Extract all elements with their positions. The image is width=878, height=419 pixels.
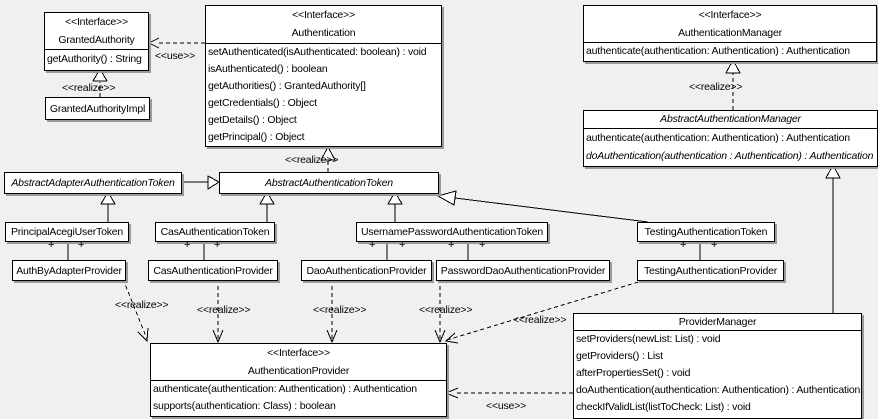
class-name: AuthenticationManager	[678, 27, 782, 39]
class-name: Authentication	[291, 27, 356, 39]
class-name: PasswordDaoAuthenticationProvider	[440, 264, 606, 277]
method-label: afterPropertiesSet() : void	[576, 367, 691, 379]
class-name: GrantedAuthorityImpl	[49, 102, 146, 115]
method-label: getCredentials() : Object	[208, 97, 317, 109]
class-auth-by-adapter-provider: AuthByAdapterProvider	[12, 260, 126, 281]
association-plus: +	[448, 239, 455, 251]
method-label: checkIfValidList(listToCheck: List) : vo…	[576, 401, 751, 413]
class-cas-authentication-token: CasAuthenticationToken	[155, 222, 275, 242]
use-authentication-to-grantedauthority	[147, 37, 205, 49]
class-password-dao-authentication-provider: PasswordDaoAuthenticationProvider	[436, 260, 610, 281]
class-principal-acegi-user-token: PrincipalAcegiUserToken	[5, 222, 129, 242]
use-label: <<use>>	[155, 50, 196, 62]
realize-casauthenticationprovider	[212, 279, 224, 344]
stereotype-label: <<Interface>>	[65, 16, 128, 28]
class-authentication-provider: <<Interface>> AuthenticationProvider aut…	[150, 343, 447, 417]
realize-label: <<realize>>	[285, 154, 339, 166]
class-authentication: <<Interface>> Authentication setAuthenti…	[205, 5, 442, 147]
realize-abstractauthenticationmanager	[725, 58, 741, 110]
generalization-usernamepasswordtoken	[387, 191, 403, 222]
realize-authbyadapterprovider	[122, 278, 149, 343]
class-username-password-authentication-token: UsernamePasswordAuthenticationToken	[356, 222, 548, 242]
generalization-casauthenticationtoken	[259, 191, 275, 222]
class-name: CasAuthenticationToken	[160, 226, 270, 238]
class-name: UsernamePasswordAuthenticationToken	[360, 226, 544, 238]
method-label: doAuthentication(authentication: Authent…	[576, 384, 861, 396]
class-name: PrincipalAcegiUserToken	[10, 226, 124, 238]
association-plus: +	[399, 239, 406, 251]
method-label: getAuthorities() : GrantedAuthority[]	[208, 80, 366, 92]
method-label: getDetails() : Object	[208, 114, 297, 126]
method-label: setProviders(newList: List) : void	[576, 333, 721, 345]
class-name: ProviderManager	[678, 316, 757, 328]
class-name: TestingAuthenticationProvider	[643, 264, 778, 277]
realize-daoauthenticationprovider	[326, 279, 338, 344]
realize-passworddaoauthenticationprovider	[434, 279, 446, 344]
class-name: AbstractAuthenticationToken	[265, 177, 393, 189]
method-label: getAuthority() : String	[47, 53, 142, 65]
generalization-principalacegiusertoken	[100, 191, 116, 222]
association-plus: +	[680, 239, 687, 251]
association-plus: +	[214, 239, 221, 251]
realize-label: <<realize>>	[197, 304, 251, 316]
realize-label: <<realize>>	[419, 304, 473, 316]
stereotype-label: <<Interface>>	[292, 9, 355, 21]
class-name: AuthenticationProvider	[247, 365, 350, 377]
stereotype-label: <<Interface>>	[698, 9, 762, 21]
method-label: setAuthenticated(isAuthenticated: boolea…	[208, 46, 427, 58]
class-name: DaoAuthenticationProvider	[306, 264, 427, 277]
association-plus: +	[184, 239, 191, 251]
realize-testingauthenticationprovider	[444, 279, 646, 344]
generalization-abstractadapter	[180, 175, 220, 190]
class-testing-authentication-token: TestingAuthenticationToken	[637, 222, 775, 242]
class-testing-authentication-provider: TestingAuthenticationProvider	[637, 260, 784, 281]
realize-grantedauthorityimpl	[92, 68, 108, 97]
association-plus: +	[48, 239, 55, 251]
stereotype-label: <<Interface>>	[267, 347, 330, 359]
class-authentication-manager: <<Interface>> AuthenticationManager auth…	[583, 5, 877, 62]
use-label: <<use>>	[486, 400, 527, 412]
class-provider-manager: ProviderManager setProviders(newList: Li…	[573, 313, 862, 419]
class-abstract-authentication-manager: AbstractAuthenticationManager authentica…	[583, 110, 878, 167]
method-label: authenticate(authentication: Authenticat…	[153, 383, 417, 395]
method-label: authenticate(authentication: Authenticat…	[586, 45, 850, 57]
method-label: getPrincipal() : Object	[208, 131, 305, 143]
realize-label: <<realize>>	[115, 299, 169, 311]
class-name: AuthByAdapterProvider	[16, 264, 122, 277]
use-providermanager-to-authenticationprovider	[444, 387, 573, 399]
class-dao-authentication-provider: DaoAuthenticationProvider	[301, 260, 432, 281]
method-label: supports(authentication: Class) : boolea…	[153, 400, 336, 412]
generalization-providermanager	[825, 163, 841, 313]
class-cas-authentication-provider: CasAuthenticationProvider	[148, 260, 278, 281]
class-name: AbstractAdapterAuthenticationToken	[11, 177, 175, 189]
class-name: TestingAuthenticationToken	[644, 226, 768, 238]
association-plus: +	[711, 239, 718, 251]
realize-abstractauthenticationtoken	[320, 145, 336, 172]
realize-label: <<realize>>	[62, 82, 116, 94]
method-label: authenticate(authentication: Authenticat…	[586, 132, 850, 144]
realize-label: <<realize>>	[313, 304, 367, 316]
class-abstract-adapter-authentication-token: AbstractAdapterAuthenticationToken	[4, 172, 182, 194]
association-plus: +	[78, 239, 85, 251]
class-name: GrantedAuthority	[58, 34, 135, 46]
class-granted-authority-impl: GrantedAuthorityImpl	[45, 97, 150, 120]
association-plus: +	[479, 239, 486, 251]
method-label: isAuthenticated() : boolean	[208, 63, 328, 75]
association-plus: +	[369, 239, 376, 251]
class-name: AbstractAuthenticationManager	[660, 113, 801, 125]
class-granted-authority: <<Interface>> GrantedAuthority getAuthor…	[44, 12, 149, 71]
realize-label: <<realize>>	[513, 314, 567, 326]
method-label: doAuthentication(authentication : Authen…	[586, 150, 874, 162]
generalization-testingauthenticationtoken	[436, 190, 649, 223]
class-abstract-authentication-token: AbstractAuthenticationToken	[219, 172, 439, 194]
method-label: getProviders() : List	[576, 350, 663, 362]
realize-label: <<realize>>	[689, 81, 743, 93]
class-name: CasAuthenticationProvider	[153, 264, 273, 277]
